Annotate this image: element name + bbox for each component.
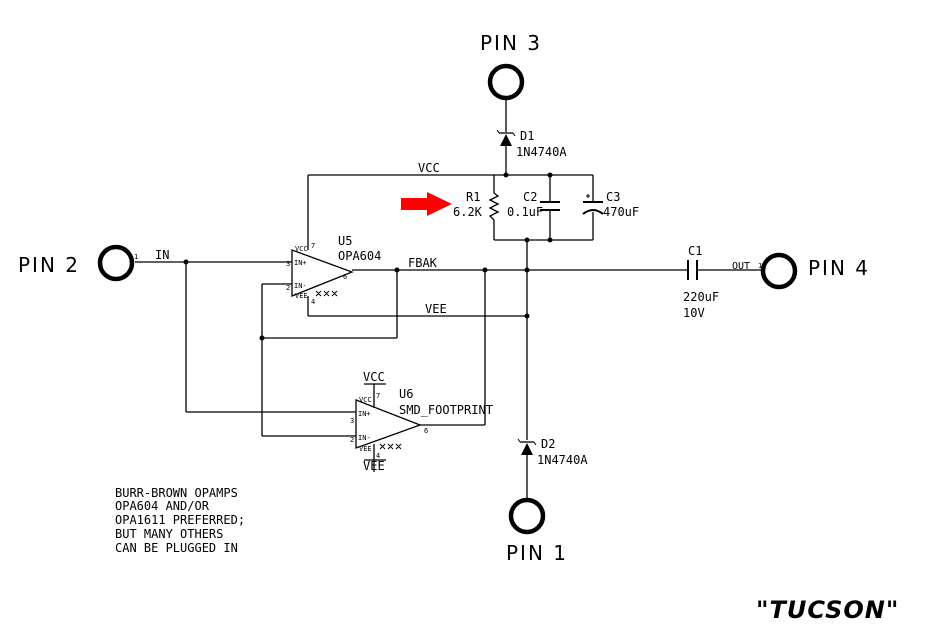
- c1-ref: C1: [688, 244, 702, 258]
- u5-pin6: 6: [343, 273, 347, 281]
- junctions: [183, 172, 553, 341]
- u6-pin6: 6: [424, 427, 428, 435]
- diode-d1: D1 1N4740A: [496, 129, 567, 159]
- c3-value: 470uF: [603, 205, 639, 219]
- pin-2-number: 1: [134, 253, 138, 261]
- c1-value: 220uF: [683, 290, 719, 304]
- u5-vee-pin: VEE: [295, 292, 308, 300]
- pin-3[interactable]: PIN 3: [480, 31, 542, 104]
- diode-d2: D2 1N4740A: [517, 437, 588, 467]
- u5-pin4: 4: [311, 298, 315, 306]
- u6-vcc-pin: VCC: [359, 396, 372, 404]
- note-line-4: BUT MANY OTHERS: [115, 527, 223, 541]
- u5-pin2: 2: [286, 284, 290, 292]
- net-in-label: IN: [155, 248, 169, 262]
- u6-value: SMD_FOOTPRINT: [399, 403, 493, 417]
- pin-4-number: 1: [758, 262, 762, 270]
- u6-pin3: 3: [350, 417, 354, 425]
- resistor-r1: R1 6.2K: [453, 190, 500, 221]
- u6-pin2: 2: [350, 436, 354, 444]
- pin-1[interactable]: PIN 1: [506, 497, 568, 565]
- net-vcc-label: VCC: [418, 161, 440, 175]
- u5-pin3: 3: [286, 260, 290, 268]
- pin-3-label: PIN 3: [480, 31, 542, 55]
- pin-2-label: PIN 2: [18, 253, 80, 277]
- note-line-1: BURR-BROWN OPAMPS: [115, 486, 238, 500]
- u6-pin7: 7: [376, 392, 380, 400]
- u6-inminus-pin: IN-: [358, 434, 371, 442]
- pin-4-label: PIN 4: [808, 256, 870, 280]
- u6-vee-label: VEE: [363, 459, 385, 473]
- u6-vee-pin: VEE: [359, 445, 372, 453]
- d1-value: 1N4740A: [516, 145, 567, 159]
- capacitor-c1: C1 220uF 10V: [683, 244, 719, 320]
- opamp-u5: VCC IN+ IN- VEE 3 2 6 7 4 U5 OPA604: [286, 234, 381, 306]
- opamp-u6: VCC IN+ IN- VEE 3 2 6 7 4 U6 SMD_FOOTPRI…: [350, 387, 493, 460]
- u6-pin4: 4: [376, 452, 380, 460]
- d2-ref: D2: [541, 437, 555, 451]
- u5-inplus-pin: IN+: [294, 259, 307, 267]
- u5-pin7: 7: [311, 242, 315, 250]
- title: "TUCSON": [756, 596, 899, 624]
- u5-vcc-pin: VCC: [295, 245, 308, 253]
- u6-ref: U6: [399, 387, 413, 401]
- c3-ref: C3: [606, 190, 620, 204]
- u6-inplus-pin: IN+: [358, 410, 371, 418]
- capacitor-c2: C2 0.1uF: [507, 190, 560, 219]
- u6-vcc-label: VCC: [363, 370, 385, 384]
- note-line-2: OPA604 AND/OR: [115, 499, 210, 513]
- d2-value: 1N4740A: [537, 453, 588, 467]
- r1-value: 6.2K: [453, 205, 483, 219]
- u5-ref: U5: [338, 234, 352, 248]
- pin-1-label: PIN 1: [506, 541, 568, 565]
- r1-ref: R1: [466, 190, 480, 204]
- pin-2[interactable]: PIN 2 1: [18, 244, 138, 282]
- net-out-label: OUT: [732, 261, 750, 272]
- pin-4[interactable]: PIN 4 1: [758, 252, 870, 290]
- d1-ref: D1: [520, 129, 534, 143]
- capacitor-c3: C3 470uF: [582, 190, 639, 219]
- wires: [135, 100, 762, 500]
- note-line-3: OPA1611 PREFERRED;: [115, 513, 245, 527]
- net-fbak-label: FBAK: [408, 256, 438, 270]
- c1-rating: 10V: [683, 306, 705, 320]
- u5-inminus-pin: IN-: [294, 282, 307, 290]
- note-line-5: CAN BE PLUGGED IN: [115, 541, 238, 555]
- note-text: BURR-BROWN OPAMPS OPA604 AND/OR OPA1611 …: [115, 486, 245, 555]
- u5-value: OPA604: [338, 249, 381, 263]
- c2-value: 0.1uF: [507, 205, 543, 219]
- net-vee-label: VEE: [425, 302, 447, 316]
- c2-ref: C2: [523, 190, 537, 204]
- red-arrow-icon: [401, 192, 452, 216]
